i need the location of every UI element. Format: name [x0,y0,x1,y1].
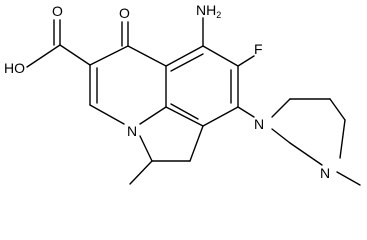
bond-benzene-top-right [202,45,239,67]
atom-label-amino: NH2 [196,2,221,20]
bond-acid-c-oh [26,44,61,68]
bond-ring-bottom-left [89,104,125,125]
atom-label-acid-oh: HO [4,60,25,76]
atom-label-fluoro: F [254,41,263,57]
bond-pip-n1-top [271,98,291,118]
atom-label-piperazine-n1: N [254,116,264,132]
bond-piperazine-link [237,106,255,118]
bond-pip-bottom-ch2 [289,142,323,166]
atom-label-acid-o: O [52,3,63,19]
atom-label-ring-n: N [127,123,137,139]
bond-benzene-bottom-left [165,106,204,127]
atom-label-amino-subscript: 2 [216,10,221,20]
bond-pip-n1-bottom [271,128,291,144]
bond-ring-left-top [89,45,129,66]
bond-ring-top-right [127,45,167,67]
bond-pip-right-top [329,98,346,121]
bond-ch2-to-benzene [189,125,204,162]
bond-fluoro [237,55,255,67]
bond-benzene-bottom-right [202,106,239,127]
atom-label-layer: HO O O NH2 F N N N [4,2,330,181]
bond-pip-right-bottom [339,119,346,159]
bond-benzene-bottom-left-double [170,103,199,120]
bond-ch-to-methyl [129,160,153,185]
atom-label-piperazine-n4: N [320,165,330,181]
bond-layer [26,17,361,186]
bond-ring-n-to-fusion [139,106,167,125]
bond-acid-to-ring [59,44,91,66]
bond-benzene-top-left-double [170,53,204,72]
bond-pip-n4-methyl [336,171,361,186]
atom-label-amino-main: NH [196,2,216,18]
atom-label-ketone-o: O [119,5,130,21]
molecular-structure-diagram: HO O O NH2 F N N N [4,2,361,186]
bond-benzene-top-left [165,45,204,67]
bond-n-to-ch [139,135,153,162]
